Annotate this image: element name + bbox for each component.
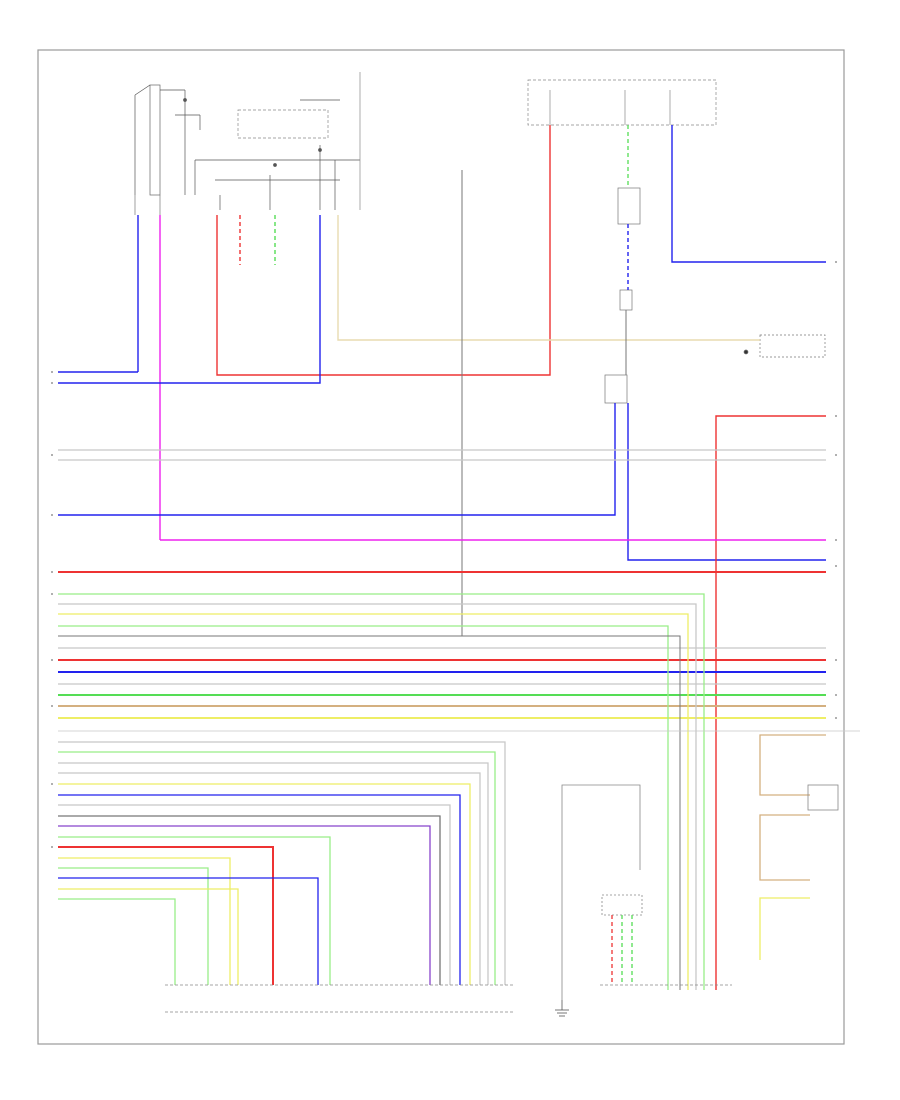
ground-symbol [555, 1000, 569, 1017]
ecm-top-right [527, 79, 717, 126]
transmission-control-switch [134, 84, 201, 215]
combination-meter [561, 734, 839, 1000]
vertical-wires-top [58, 125, 826, 990]
wire-blue-row-560 [627, 403, 826, 561]
transmission-control-ecu [165, 984, 515, 1013]
wire-red-right [715, 415, 826, 990]
horizontal-bus [58, 449, 826, 719]
junction-connector [743, 334, 826, 358]
wire-gray-center [58, 170, 463, 637]
wire-blue-top-right [671, 125, 826, 263]
wire-blue-right [58, 215, 321, 384]
transmission-revolution-sensor [194, 72, 361, 210]
wire-blue-row-515 [58, 403, 616, 516]
diagram-frame [37, 49, 845, 1045]
left-terminals [51, 371, 53, 848]
wire-cream [337, 215, 760, 341]
wire-red-loop [216, 125, 551, 376]
right-terminals [835, 261, 837, 719]
rows-to-bottom-ecu [58, 730, 860, 985]
stop-light-switch [604, 125, 641, 404]
rows-to-right-module [58, 593, 705, 990]
